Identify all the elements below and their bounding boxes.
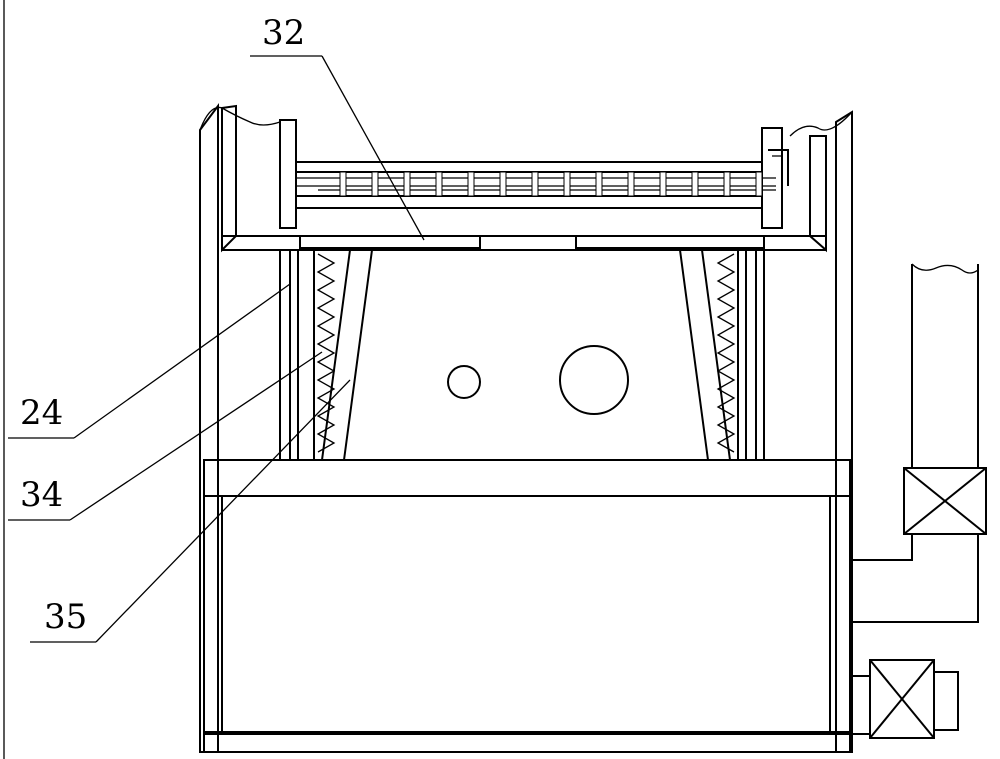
label-32: 32 [262, 13, 305, 53]
plate-rib [595, 171, 603, 197]
floor-plate [203, 459, 851, 497]
springs-34 [313, 250, 739, 460]
upper-plate [295, 161, 763, 173]
plate-rib [627, 171, 635, 197]
plate-ribs [339, 171, 763, 197]
plate-rib [531, 171, 539, 197]
center-plate-32 [299, 235, 765, 249]
inner-tray-right-wall [809, 135, 827, 253]
label-24: 24 [20, 393, 63, 433]
plate-rib [723, 171, 731, 197]
leader-lines [8, 55, 425, 643]
plate-rib [339, 171, 347, 197]
plate-rib [499, 171, 507, 197]
plate-rib [467, 171, 475, 197]
plate-rib [755, 171, 763, 197]
inner-tray-left-wall [221, 104, 237, 253]
left-spring [316, 253, 336, 453]
plate-rib [371, 171, 379, 197]
large-port [559, 345, 629, 415]
drain-pipe [850, 659, 959, 739]
tank-right-wall [829, 495, 851, 735]
plate-rib [659, 171, 667, 197]
right-outer-wall [835, 110, 853, 753]
right-spring [716, 253, 736, 453]
label-34: 34 [20, 475, 63, 515]
small-port [447, 365, 481, 399]
center-plate-left [299, 235, 481, 249]
tank-left-wall [203, 495, 223, 735]
plate-rib [435, 171, 443, 197]
tank-bottom [203, 731, 851, 753]
lower-tank [203, 495, 851, 753]
lower-valve [869, 659, 935, 739]
upper-valve [903, 467, 987, 535]
plate-rib [563, 171, 571, 197]
outlet-pipe [850, 263, 987, 623]
filter-plate-assembly [279, 119, 789, 229]
left-outer-wall [199, 103, 219, 753]
label-35: 35 [44, 597, 87, 637]
lower-plate [295, 195, 763, 209]
plate-rib [691, 171, 699, 197]
guide-rails-24 [279, 250, 765, 460]
tapered-sleeve-35 [320, 249, 732, 461]
center-plate-right [575, 235, 765, 249]
left-clamp-block [279, 119, 297, 229]
plate-rib [403, 171, 411, 197]
